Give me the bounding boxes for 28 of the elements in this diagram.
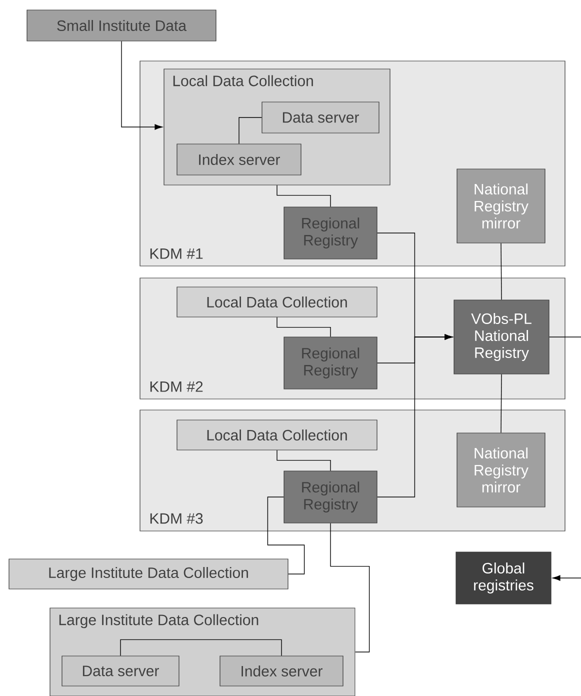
connector <box>120 639 282 656</box>
connector <box>330 522 370 652</box>
connector <box>238 117 262 144</box>
server-box: Data server <box>62 656 180 686</box>
registry-box: Regional Registry <box>284 470 378 524</box>
registry-box: VObs-PL National Registry <box>454 300 550 374</box>
registry-box: National Registry mirror <box>456 432 546 508</box>
connector <box>276 450 331 472</box>
server-box: Index server <box>220 656 344 686</box>
source-box: Small Institute Data <box>26 10 216 42</box>
collection-box: Local Data Collection <box>176 286 378 318</box>
connector <box>376 334 452 498</box>
collection-box: Large Institute Data Collection <box>8 558 288 590</box>
connector <box>267 496 305 574</box>
connector <box>276 184 331 208</box>
server-box: Index server <box>176 144 302 176</box>
registry-box: National Registry mirror <box>456 168 546 244</box>
connector <box>500 374 502 434</box>
connector <box>121 40 162 130</box>
registry-box: Global registries <box>456 552 552 604</box>
collection-box: Local Data Collection <box>176 420 378 450</box>
registry-box: Regional Registry <box>284 336 378 390</box>
server-box: Data server <box>262 102 380 134</box>
connector <box>548 336 581 338</box>
connector <box>500 242 502 300</box>
registry-box: Regional Registry <box>284 206 378 260</box>
connector <box>552 575 581 581</box>
connector <box>276 316 331 338</box>
